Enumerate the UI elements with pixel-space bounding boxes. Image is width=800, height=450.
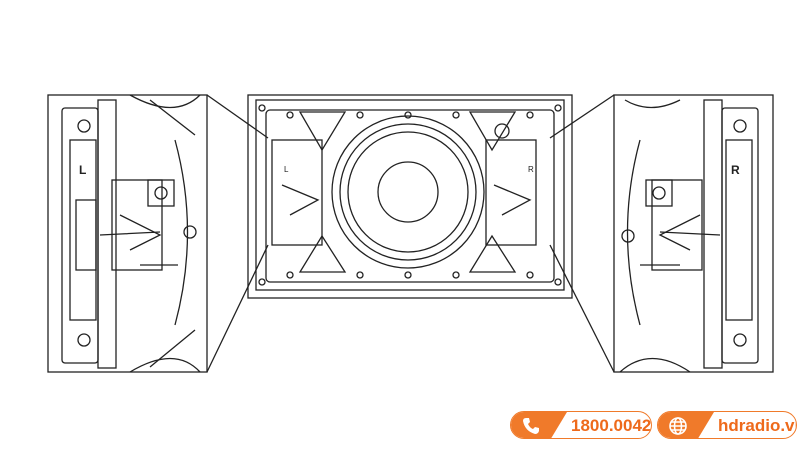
speaker-front-view [247, 94, 573, 299]
right-detail-panel [613, 94, 774, 373]
phone-icon [523, 418, 539, 434]
callout-lines [206, 94, 615, 373]
right-label: R [731, 163, 740, 177]
left-detail-panel [47, 94, 208, 373]
website-url: hdradio.vn [718, 416, 797, 435]
globe-icon [669, 417, 687, 435]
phone-number: 1800.0042 [571, 416, 652, 435]
left-label: L [79, 163, 86, 177]
phone-badge[interactable]: 1800.0042 [510, 411, 652, 439]
center-left-label: L [284, 165, 289, 174]
center-right-label: R [528, 165, 534, 174]
website-badge[interactable]: hdradio.vn [657, 411, 797, 439]
